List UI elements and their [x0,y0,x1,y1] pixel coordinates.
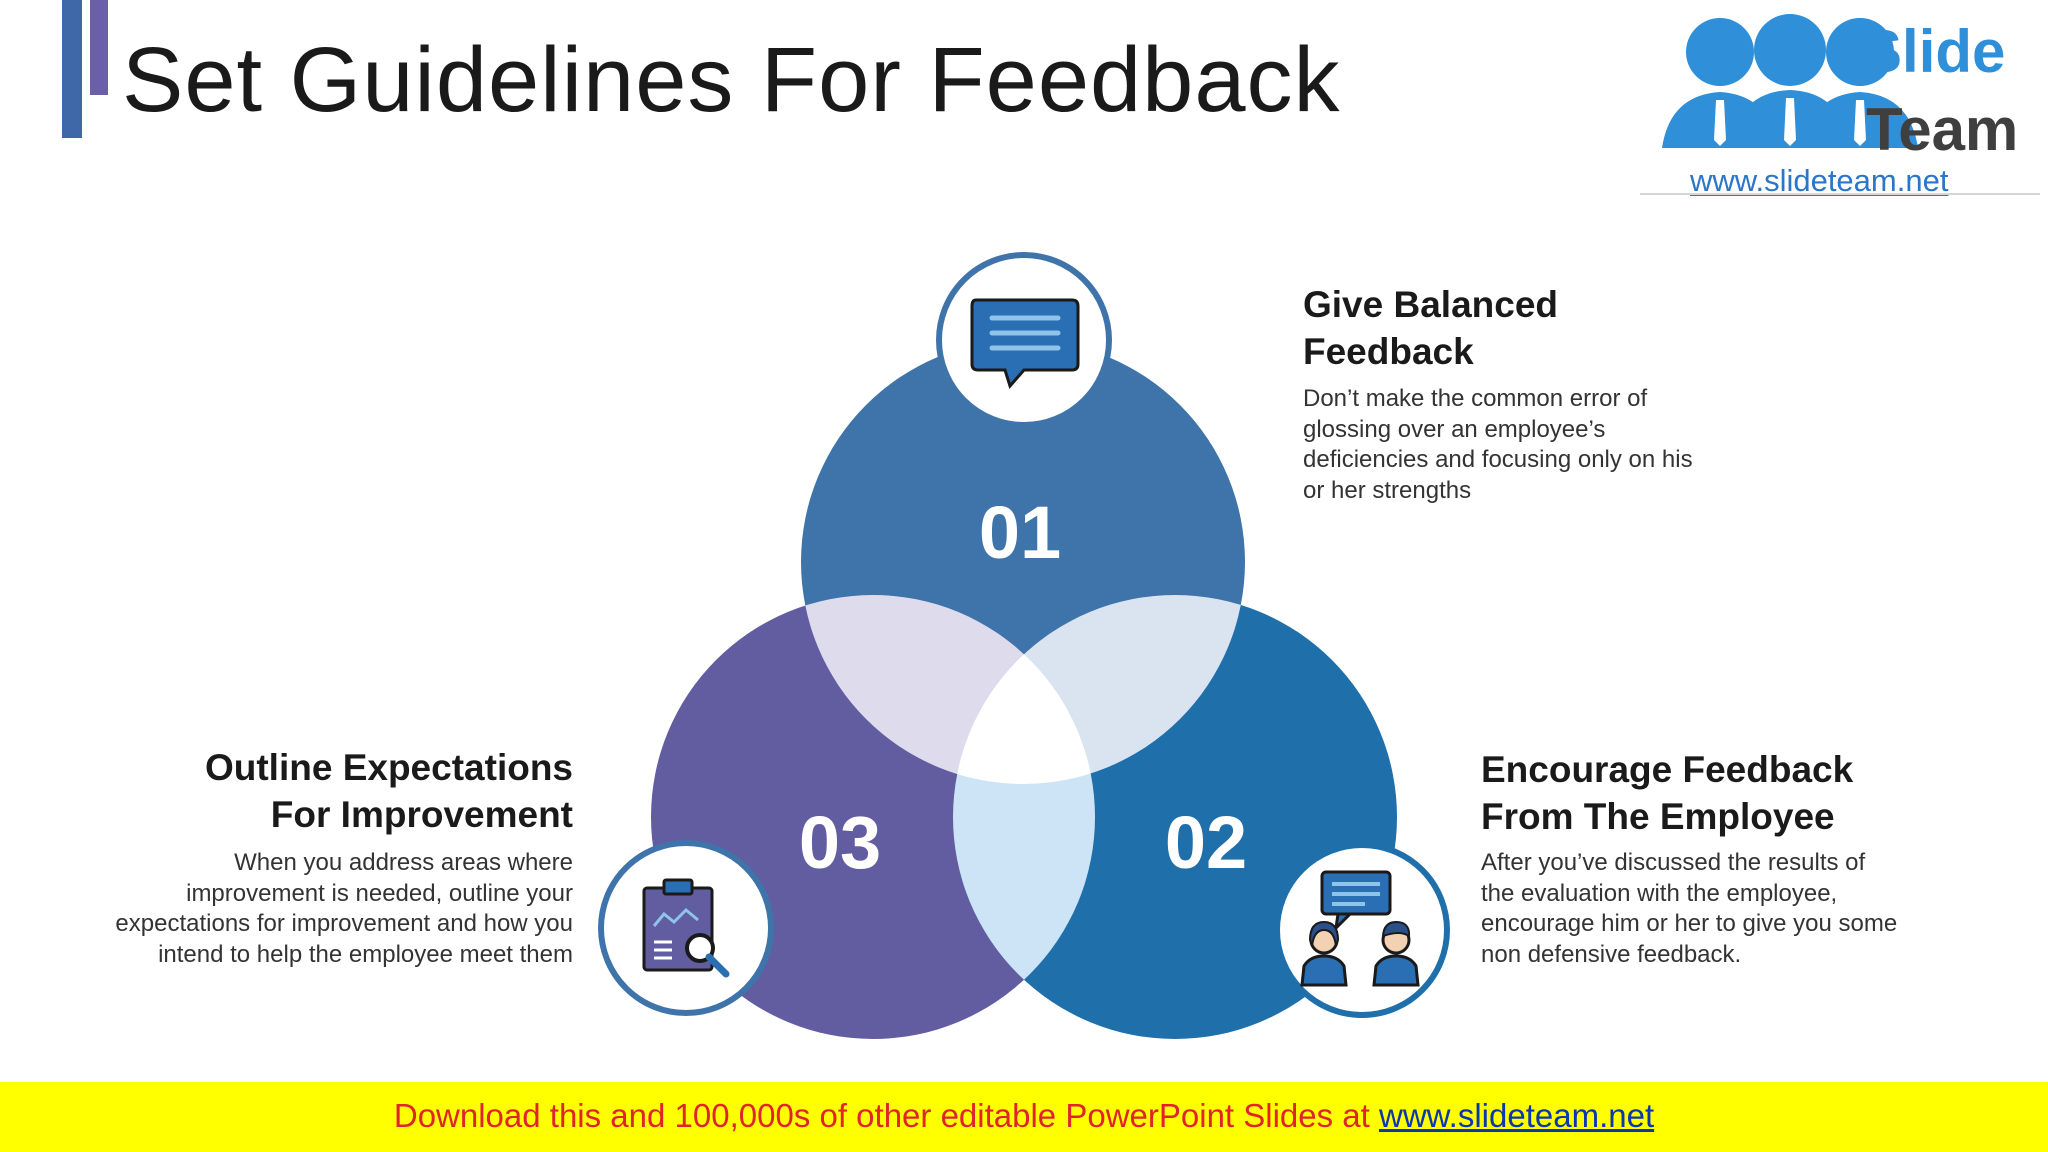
item-02-heading-line1: Encourage Feedback [1481,749,1854,790]
clipboard-search-icon [642,878,730,978]
item-03-heading-line1: Outline Expectations [204,747,573,788]
item-02-description-line2: the evaluation with the employee, [1481,879,1838,907]
footer-text: Download this and 100,000s of other edit… [0,1097,2048,1135]
item-01-description-line2: glossing over an employee’s [1303,415,1606,443]
logo-url-link[interactable]: www.slideteam.net [1690,163,1949,198]
item-03-description-line3: expectations for improvement and how you [115,910,573,937]
item-01-heading-line2: Feedback [1303,331,1474,372]
item-01-description-line1: Don’t make the common error of [1303,385,1648,412]
footer-link[interactable]: www.slideteam.net [1379,1097,1655,1134]
footer-message: Download this and 100,000s of other edit… [393,1097,1379,1134]
logo-text-team: Team [1866,96,2018,163]
item-02-description: After you’ve discussed the results of th… [1481,848,1897,970]
item-01-description: Don’t make the common error of glossing … [1303,384,1693,506]
item-01-description-line4: or her strengths [1303,476,1472,504]
logo-text-slide: Slide [1862,18,2005,85]
icon-badge-02 [1274,842,1450,1018]
people-conversation-icon [1300,870,1420,987]
icon-badge-03 [598,840,774,1016]
number-02: 02 [1165,801,1247,884]
number-01: 01 [979,491,1061,574]
item-01-heading: Give Balanced Feedback [1303,281,1558,375]
number-03: 03 [799,801,881,884]
speech-bubble-icon [970,298,1080,390]
logo-divider [1640,193,2040,195]
item-03-description-line4: intend to help the employee meet them [158,940,573,968]
item-03-description: When you address areas where improvement… [40,848,573,970]
item-02-description-line3: encourage him or her to give you some [1481,910,1898,937]
item-03-heading-line2: For Improvement [270,794,573,835]
footer-banner [0,1082,2048,1152]
logo-people-icon [1662,14,1918,148]
page-title: Set Guidelines For Feedback [122,29,1341,131]
title-accent-bar [62,0,82,138]
item-01-heading-line1: Give Balanced [1303,284,1559,325]
item-03-description-line2: improvement is needed, outline your [186,879,573,907]
title-accent-bar-secondary [90,0,108,95]
overlap-center [953,595,1095,784]
item-02-heading: Encourage Feedback From The Employee [1481,746,1853,840]
item-02-description-line1: After you’ve discussed the results of [1481,849,1866,876]
item-03-heading: Outline Expectations For Improvement [60,744,573,838]
item-02-heading-line2: From The Employee [1481,796,1835,837]
item-03-description-line1: When you address areas where [234,849,573,876]
item-02-description-line4: non defensive feedback. [1481,940,1742,968]
item-01-description-line3: deficiencies and focusing only on his [1303,446,1693,473]
icon-badge-01 [936,252,1112,428]
slideteam-logo[interactable]: Slide Team [1640,0,2040,195]
